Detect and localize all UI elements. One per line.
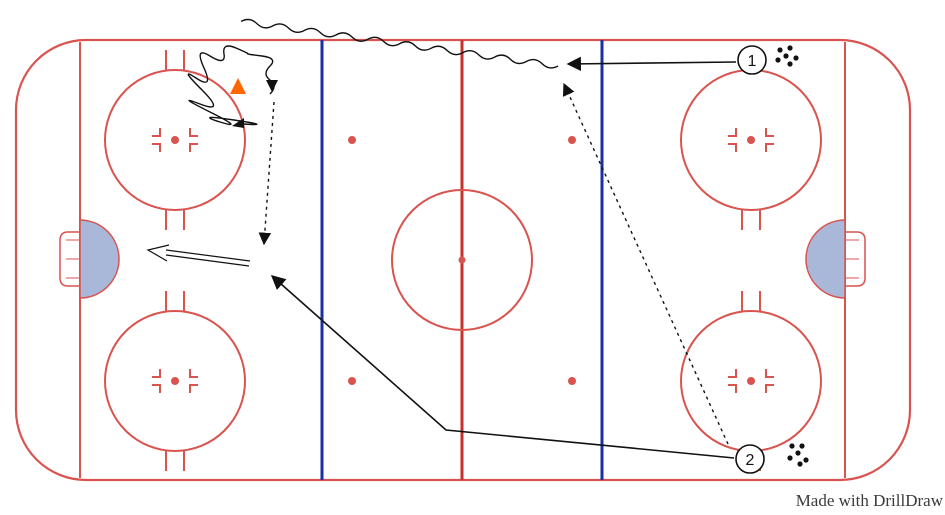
puck-pile-icon (775, 45, 799, 67)
watermark: Made with DrillDraw (795, 491, 943, 510)
player-2-marker: 2 (735, 444, 765, 474)
neutral-dot (348, 136, 356, 144)
cone-icon (230, 78, 246, 94)
neutral-dot (568, 136, 576, 144)
player-2-label: 2 (746, 452, 755, 469)
skate-dotted-player-2 (562, 82, 729, 445)
shot-arrow (146, 244, 251, 267)
puck-pile-icon (787, 443, 809, 467)
loop-arrowhead (232, 118, 244, 128)
cone-loop-path (187, 45, 275, 126)
loop-arrowhead (266, 80, 278, 92)
player-1-marker: 1 (737, 45, 767, 75)
neutral-dot (568, 377, 576, 385)
goal-crease-right (805, 219, 866, 299)
skate-with-puck-path (240, 18, 559, 69)
faceoff-circle-right-top (680, 50, 822, 230)
faceoff-circle-left-top (104, 50, 246, 230)
center-circle (391, 189, 533, 331)
center-dot (458, 256, 466, 264)
faceoff-circle-left-bottom (104, 291, 246, 471)
player-1-label: 1 (748, 53, 757, 70)
neutral-dot (348, 377, 356, 385)
goal-crease-left (59, 219, 120, 299)
faceoff-circle-right-bottom (680, 291, 822, 471)
skate-dotted-down (258, 101, 275, 246)
pass-arrow-player-1 (566, 56, 737, 72)
pass-arrow-player-2 (270, 275, 735, 459)
